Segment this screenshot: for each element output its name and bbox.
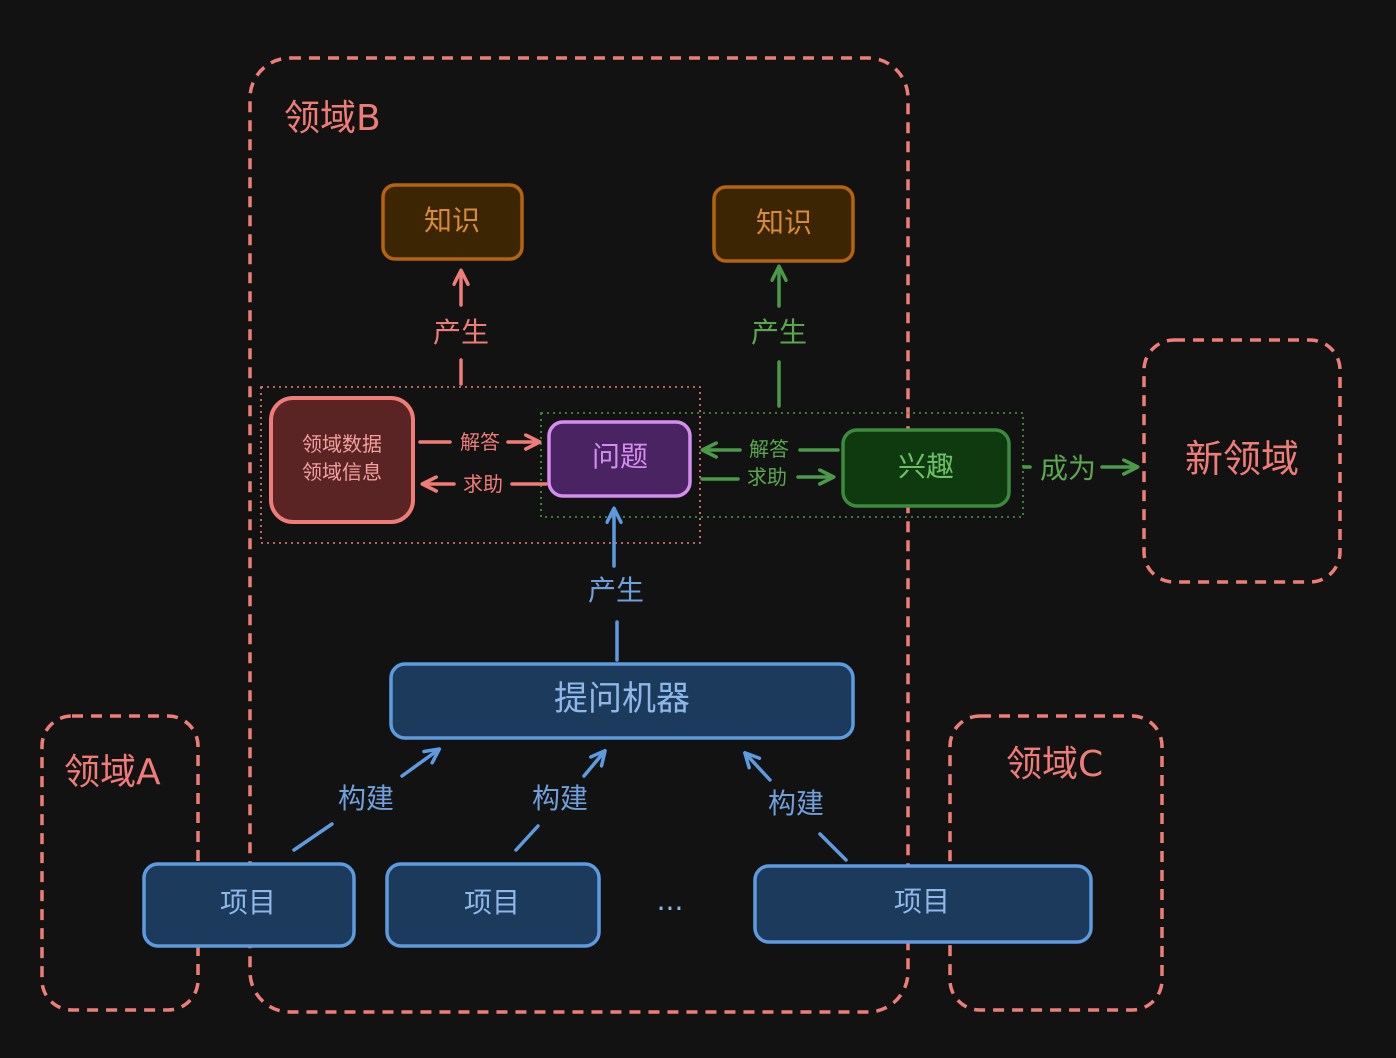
build-arrow-2-tail xyxy=(514,824,540,852)
domain-data-group-frame xyxy=(260,386,701,544)
produce-left-label: 产生 xyxy=(433,316,489,349)
knowledge-right-label: 知识 xyxy=(756,206,812,239)
domain-c-outline xyxy=(948,714,1164,1012)
question-label: 问题 xyxy=(592,440,648,473)
project-3-label: 项目 xyxy=(894,885,950,918)
project-box-3 xyxy=(753,864,1093,944)
domain-data-line1: 领域数据 xyxy=(302,432,382,456)
build-arrow-3 xyxy=(743,750,772,782)
help-red-label: 求助 xyxy=(463,472,503,496)
domain-data-line2: 领域信息 xyxy=(302,460,382,484)
project-box-1 xyxy=(142,862,356,948)
build-arrow-2 xyxy=(582,748,607,778)
question-box xyxy=(547,420,692,498)
answer-green-label: 解答 xyxy=(749,437,789,461)
produce-mid-label: 产生 xyxy=(588,574,644,607)
domain-b-title: 领域B xyxy=(284,98,381,139)
build-2-label: 构建 xyxy=(532,782,588,815)
build-arrow-1 xyxy=(400,747,442,778)
project-ellipsis: ... xyxy=(657,884,684,917)
new-domain-outline xyxy=(1142,338,1342,584)
project-1-label: 项目 xyxy=(220,886,276,919)
domain-b-outline xyxy=(248,56,910,1014)
help-green-label: 求助 xyxy=(747,465,787,489)
domain-c-title: 领域C xyxy=(1006,744,1103,785)
project-box-2 xyxy=(385,862,601,948)
knowledge-box-right xyxy=(712,185,855,263)
build-arrow-1-tail xyxy=(292,822,334,852)
project-2-label: 项目 xyxy=(464,886,520,919)
build-3-label: 构建 xyxy=(768,787,824,820)
question-machine-label: 提问机器 xyxy=(554,679,690,719)
become-label: 成为 xyxy=(1040,452,1096,485)
answer-red-label: 解答 xyxy=(460,430,500,454)
produce-right-label: 产生 xyxy=(751,316,807,349)
domain-a-title: 领域A xyxy=(64,752,161,793)
domain-a-outline xyxy=(40,714,200,1012)
interest-box xyxy=(841,428,1011,508)
new-domain-title: 新领域 xyxy=(1185,437,1299,481)
interest-label: 兴趣 xyxy=(898,450,954,483)
domain-data-box xyxy=(269,396,415,524)
knowledge-box-left xyxy=(381,183,524,261)
question-machine-box xyxy=(389,662,855,740)
interest-group-frame xyxy=(540,412,1024,518)
build-arrow-3-tail xyxy=(818,832,848,862)
build-1-label: 构建 xyxy=(338,782,394,815)
knowledge-left-label: 知识 xyxy=(424,204,480,237)
